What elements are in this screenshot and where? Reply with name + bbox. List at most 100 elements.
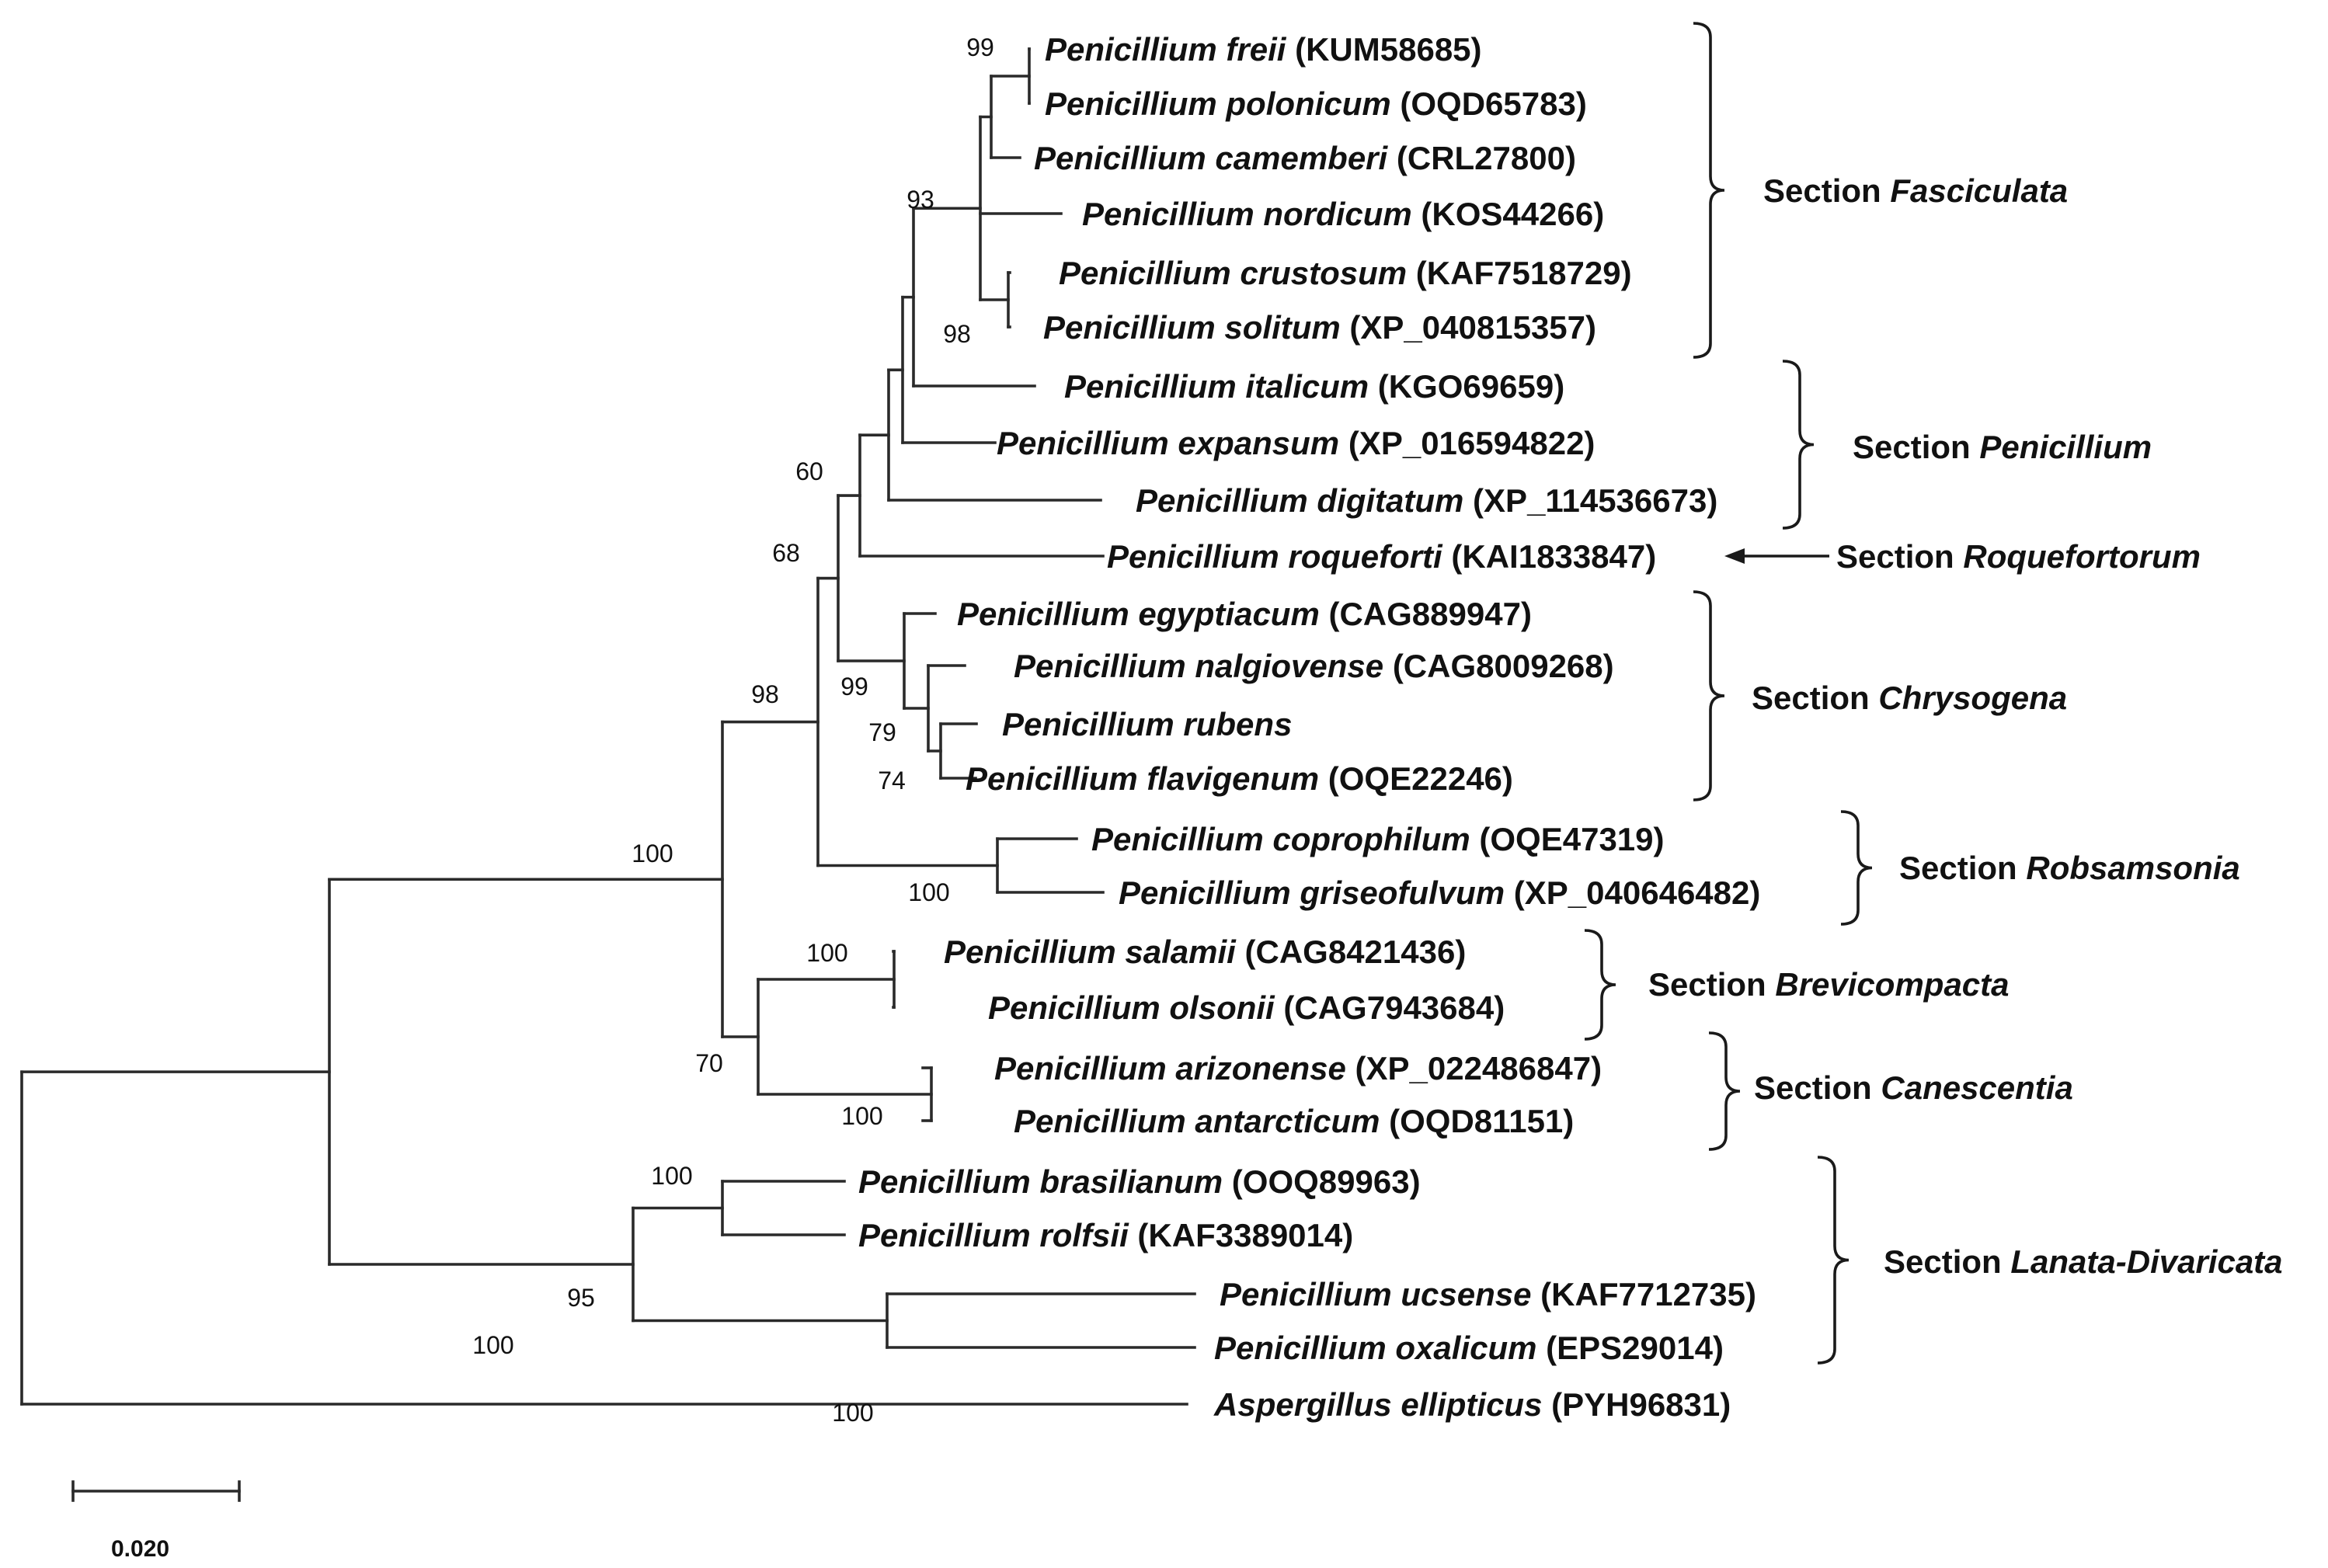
- taxon-accession: (OOQ89963): [1223, 1163, 1420, 1200]
- taxon-label: Penicillium roqueforti (KAI1833847): [1107, 538, 1656, 575]
- taxon-accession: (KAF3389014): [1129, 1217, 1353, 1253]
- bootstrap-value: 100: [651, 1162, 692, 1190]
- section-prefix: Section: [1754, 1069, 1881, 1106]
- tree-node: [328, 878, 724, 1266]
- section-prefix: Section: [1836, 538, 1963, 575]
- scale-bar: 0.020: [71, 1480, 241, 1562]
- taxon-label: Penicillium rolfsii (KAF3389014): [858, 1217, 1353, 1253]
- bootstrap-value: 100: [632, 840, 673, 867]
- tree-node: [721, 720, 819, 1038]
- tree-node: [757, 978, 933, 1096]
- tree-node: [996, 837, 1105, 894]
- taxon-label: Aspergillus ellipticus (PYH96831): [1213, 1386, 1731, 1423]
- section-name: Canescentia: [1881, 1069, 2072, 1106]
- taxon-label: Penicillium arizonense (XP_022486847): [994, 1050, 1602, 1086]
- taxon-accession: (KAI1833847): [1442, 538, 1656, 575]
- taxon-label: Penicillium rubens: [1002, 706, 1292, 742]
- taxon-label: Penicillium egyptiacum (CAG889947): [957, 596, 1532, 632]
- section-annotation: Section Chrysogena: [1693, 590, 2067, 801]
- tree-node: [632, 1206, 889, 1323]
- taxon-accession: (XP_114536673): [1463, 482, 1717, 519]
- taxon-accession: (CAG8421436): [1236, 933, 1466, 970]
- taxon-species: Penicillium salamii: [944, 933, 1237, 970]
- taxon-label: Penicillium coprophilum (OQE47319): [1091, 821, 1665, 857]
- tree-node: [990, 75, 1031, 159]
- taxon-label: Penicillium nalgiovense (CAG8009268): [1014, 648, 1614, 684]
- section-name: Fasciculata: [1890, 172, 2068, 209]
- taxon-accession: (XP_040815357): [1341, 309, 1596, 346]
- taxon-species: Penicillium rubens: [1002, 706, 1292, 742]
- bootstrap-value: 60: [795, 457, 823, 485]
- section-label: Section Fasciculata: [1763, 172, 2068, 209]
- tree-node: [20, 1070, 1188, 1406]
- taxon-label: Penicillium nordicum (KOS44266): [1082, 196, 1604, 232]
- taxon-accession: (XP_016594822): [1339, 425, 1595, 461]
- taxon-accession: (CAG8009268): [1383, 648, 1613, 684]
- taxon-species: Penicillium digitatum: [1136, 482, 1463, 519]
- section-prefix: Section: [1853, 429, 1979, 465]
- taxon-accession: (OQE22246): [1319, 760, 1513, 797]
- section-brace: [1693, 590, 1725, 801]
- taxon-label: Penicillium crustosum (KAF7518729): [1059, 255, 1632, 291]
- tree-node: [927, 664, 966, 753]
- taxon-label: Penicillium olsonii (CAG7943684): [988, 989, 1505, 1026]
- taxon-accession: (CRL27800): [1387, 140, 1576, 176]
- bootstrap-value: 74: [878, 767, 906, 794]
- section-label: Section Canescentia: [1754, 1069, 2073, 1106]
- section-brace: [1840, 810, 1873, 926]
- bootstrap-value: 98: [751, 680, 779, 708]
- taxon-accession: (CAG889947): [1320, 596, 1532, 632]
- section-name: Penicillium: [1979, 429, 2152, 465]
- section-prefix: Section: [1763, 172, 1890, 209]
- taxon-species: Penicillium egyptiacum: [957, 596, 1320, 632]
- taxon-species: Penicillium coprophilum: [1091, 821, 1470, 857]
- section-annotation: Section Fasciculata: [1693, 22, 2068, 359]
- section-annotation: Section Roquefortorum: [1724, 538, 2201, 575]
- section-label: Section Penicillium: [1853, 429, 2152, 465]
- scale-bar-label: 0.020: [111, 1536, 169, 1562]
- tree-branches: [20, 47, 1196, 1406]
- taxon-species: Aspergillus ellipticus: [1213, 1386, 1542, 1423]
- taxon-label: Penicillium antarcticum (OQD81151): [1014, 1103, 1574, 1139]
- tree-node: [721, 1180, 846, 1236]
- section-name: Brevicompacta: [1775, 966, 2009, 1003]
- taxon-label: Penicillium solitum (XP_040815357): [1043, 309, 1596, 346]
- taxon-accession: (CAG7943684): [1275, 989, 1505, 1026]
- bootstrap-value: 68: [772, 539, 800, 567]
- section-label: Section Roquefortorum: [1836, 538, 2201, 575]
- section-brace: [1693, 22, 1725, 359]
- bootstrap-value: 79: [868, 718, 896, 746]
- taxon-label: Penicillium ucsense (KAF7712735): [1220, 1276, 1756, 1312]
- bootstrap-value: 95: [567, 1284, 595, 1312]
- bootstrap-value: 98: [943, 320, 971, 348]
- taxon-accession: (PYH96831): [1542, 1386, 1731, 1423]
- bootstrap-value: 99: [840, 673, 868, 701]
- taxon-species: Penicillium nalgiovense: [1014, 648, 1383, 684]
- taxon-label: Penicillium oxalicum (EPS29014): [1214, 1330, 1724, 1366]
- taxon-species: Penicillium arizonense: [994, 1050, 1346, 1086]
- taxon-label: Penicillium griseofulvum (XP_040646482): [1119, 874, 1760, 911]
- section-label: Section Robsamsonia: [1899, 850, 2240, 886]
- taxon-accession: (KAF7712735): [1532, 1276, 1756, 1312]
- section-prefix: Section: [1648, 966, 1775, 1003]
- section-annotation: Section Lanata-Divaricata: [1817, 1156, 2283, 1365]
- section-annotation: Section Canescentia: [1708, 1031, 2073, 1151]
- section-brace: [1782, 360, 1815, 530]
- taxon-species: Penicillium nordicum: [1082, 196, 1412, 232]
- section-name: Chrysogena: [1878, 680, 2067, 716]
- tree-node: [886, 1292, 1196, 1349]
- taxon-label: Penicillium italicum (KGO69659): [1064, 368, 1564, 405]
- taxon-species: Penicillium camemberi: [1034, 140, 1389, 176]
- taxon-species: Penicillium roqueforti: [1107, 538, 1443, 575]
- taxon-accession: (KAF7518729): [1407, 255, 1631, 291]
- taxon-species: Penicillium solitum: [1043, 309, 1341, 346]
- taxon-species: Penicillium brasilianum: [858, 1163, 1223, 1200]
- section-name: Lanata-Divaricata: [2010, 1243, 2282, 1280]
- taxon-label: Penicillium freii (KUM58685): [1045, 31, 1482, 68]
- taxon-species: Penicillium olsonii: [988, 989, 1275, 1026]
- taxon-accession: (EPS29014): [1536, 1330, 1723, 1366]
- section-annotation: Section Penicillium: [1782, 360, 2152, 530]
- section-annotation: Section Robsamsonia: [1840, 810, 2240, 926]
